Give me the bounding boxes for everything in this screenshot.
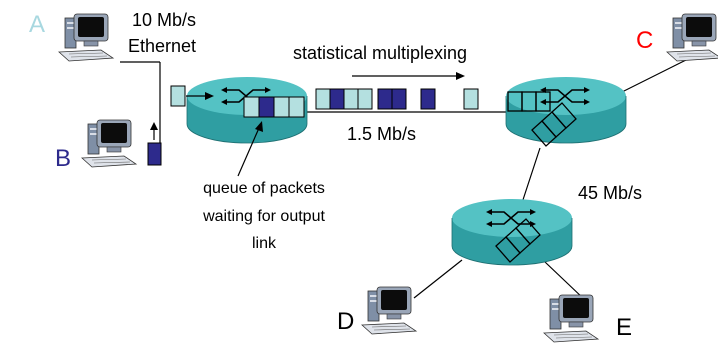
queue-caption-line1: queue of packets bbox=[203, 180, 325, 197]
link-15-label: 1.5 Mb/s bbox=[347, 124, 416, 144]
host-c-label: C bbox=[636, 27, 653, 54]
host-d-computer-icon bbox=[361, 286, 417, 335]
host-e-label: E bbox=[616, 314, 632, 341]
router-left-queue bbox=[243, 96, 305, 118]
queue-caption-line2: waiting for output bbox=[202, 208, 325, 225]
link-e bbox=[544, 261, 586, 301]
host-c-computer-icon bbox=[666, 13, 718, 62]
stat-mux-arrow-icon bbox=[352, 72, 465, 80]
ethernet-speed-label: 10 Mb/s bbox=[132, 10, 196, 30]
host-b-computer-icon bbox=[81, 119, 137, 168]
links bbox=[120, 59, 687, 301]
host-a-label: A bbox=[29, 11, 45, 38]
packet-ethernet bbox=[170, 85, 186, 107]
link-45-label: 45 Mb/s bbox=[578, 183, 642, 203]
link-15-packets bbox=[315, 88, 479, 110]
queue-caption-line3: link bbox=[252, 235, 277, 252]
host-e-computer-icon bbox=[543, 294, 599, 343]
ethernet-label: Ethernet bbox=[128, 36, 196, 56]
ethernet-arrow-icon bbox=[186, 92, 214, 100]
stat-mux-label: statistical multiplexing bbox=[293, 43, 467, 63]
router-right-queue bbox=[507, 91, 551, 112]
host-d-label: D bbox=[337, 308, 354, 335]
link-d bbox=[413, 259, 463, 299]
queue-pointer-arrow-icon bbox=[237, 121, 263, 177]
router-right bbox=[505, 76, 627, 144]
host-a-computer-icon bbox=[58, 13, 114, 62]
host-b-label: B bbox=[55, 145, 71, 172]
link-c bbox=[621, 59, 687, 93]
host-b-arrow-icon bbox=[150, 122, 158, 140]
packet-host-b bbox=[147, 142, 162, 166]
